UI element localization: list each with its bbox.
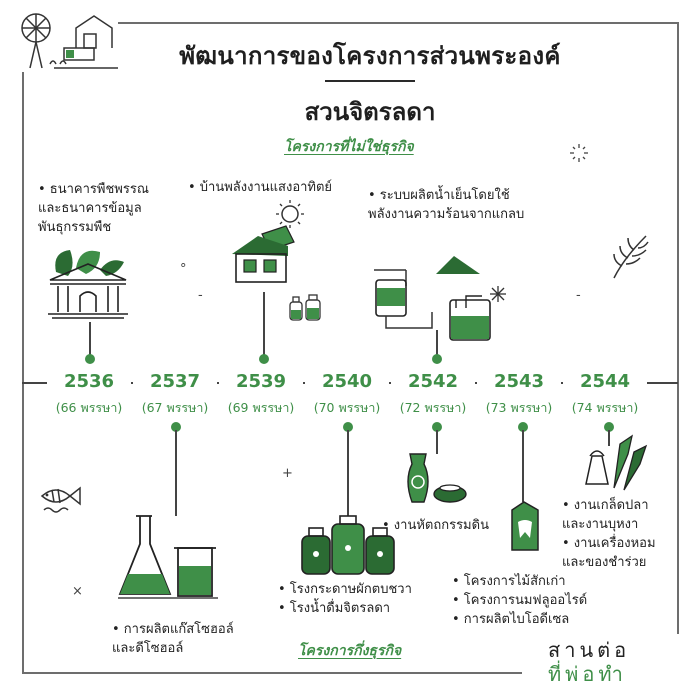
- connector-2536: [89, 322, 91, 356]
- fish-scale-craft-icon: [585, 434, 648, 491]
- year-2537: 2537: [133, 371, 217, 392]
- frame-bottom: [22, 672, 522, 674]
- year-2536: 2536: [47, 371, 131, 392]
- frame-right: [677, 22, 679, 634]
- age-2537: (67 พรรษา): [141, 400, 209, 415]
- page-subtitle: สวนจิตรลดา: [304, 98, 436, 126]
- note-wood: • โครงการไม้สักเก่า • โครงการนมฟลูออไรด์…: [452, 574, 588, 627]
- connector-2542b: [436, 430, 438, 454]
- sparkle-icon: [570, 144, 588, 162]
- solar-house-icon: [232, 200, 304, 283]
- title-divider: [325, 80, 415, 82]
- decor-plus: +: [282, 466, 293, 481]
- connector-2537: [175, 430, 177, 516]
- age-2542: (72 พรรษา): [399, 400, 467, 415]
- timeline-dot-bottom-2542: [432, 422, 442, 432]
- connector-2543: [522, 430, 524, 502]
- section-label-top: โครงการที่ไม่ใช่ธุรกิจ: [284, 139, 414, 155]
- year-2543: 2543: [477, 371, 561, 392]
- note-chiller: • ระบบผลิตน้ำเย็นโดยใช้ พลังงานความร้อนจ…: [368, 188, 525, 222]
- age-2544: (74 พรรษา): [571, 400, 639, 415]
- seed-bank-building-icon: [48, 250, 128, 319]
- decor-dot: °: [180, 262, 187, 277]
- lab-flask-icon: [118, 515, 218, 599]
- brand-line-1: สานต่อ: [548, 638, 631, 662]
- note-solar-house: • บ้านพลังงานแสงอาทิตย์: [188, 180, 333, 195]
- year-2542: 2542: [391, 371, 475, 392]
- pottery-vase-icon: [407, 453, 467, 503]
- page-title: พัฒนาการของโครงการส่วนพระองค์: [179, 42, 561, 70]
- brand-line-2: ที่พ่อทำ: [548, 662, 627, 686]
- decor-x: ×: [72, 584, 83, 599]
- frame-top: [118, 22, 678, 24]
- note-craft: • งานเกล็ดปลา และงานบุหงา • งานเครื่องหอ…: [562, 498, 656, 570]
- decor-dash-2: -: [576, 288, 581, 303]
- note-drinks: • โรงกระดาษผักตบชวา • โรงน้ำดื่มจิตรลดา: [278, 582, 412, 616]
- frame-left: [22, 72, 24, 672]
- connector-2542: [436, 330, 438, 356]
- drinking-water-jars-icon: [301, 515, 395, 575]
- timeline-dot-bottom-2543: [518, 422, 528, 432]
- section-label-bottom: โครงการกึ่งธุรกิจ: [298, 643, 402, 659]
- small-bottles-icon: [289, 294, 321, 321]
- timeline-dot-top-2542: [432, 354, 442, 364]
- year-2539: 2539: [219, 371, 303, 392]
- year-2540: 2540: [305, 371, 389, 392]
- note-pottery: • งานหัตถกรรมดิน: [382, 518, 489, 533]
- age-2540: (70 พรรษา): [313, 400, 381, 415]
- connector-2544: [608, 430, 610, 446]
- fluoride-milk-carton-icon: [511, 501, 539, 551]
- connector-2539: [263, 292, 265, 356]
- timeline-dot-bottom-2537: [171, 422, 181, 432]
- fish-icon: [40, 486, 81, 513]
- timeline-dot-top-2539: [259, 354, 269, 364]
- age-2543: (73 พรรษา): [485, 400, 553, 415]
- connector-2540: [347, 430, 349, 516]
- rice-stalk-icon: [613, 235, 649, 279]
- farm-windmill-icon: [21, 13, 118, 69]
- timeline-dot-bottom-2540: [343, 422, 353, 432]
- note-alcohol: • การผลิตแก๊สโซฮอล์ และดีโซฮอล์: [112, 622, 234, 656]
- rice-husk-chiller-icon: [374, 256, 506, 341]
- year-2544: 2544: [563, 371, 647, 392]
- age-2536: (66 พรรษา): [55, 400, 123, 415]
- timeline-dot-top-2536: [85, 354, 95, 364]
- note-seed-bank: • ธนาคารพืชพรรณ และธนาคารข้อมูล พันธุกรร…: [38, 182, 149, 235]
- brand-logo: สานต่อ ที่พ่อทำ: [548, 638, 630, 686]
- age-2539: (69 พรรษา): [227, 400, 295, 415]
- decor-dash-1: -: [198, 288, 203, 303]
- timeline-dot-bottom-2544: [604, 422, 614, 432]
